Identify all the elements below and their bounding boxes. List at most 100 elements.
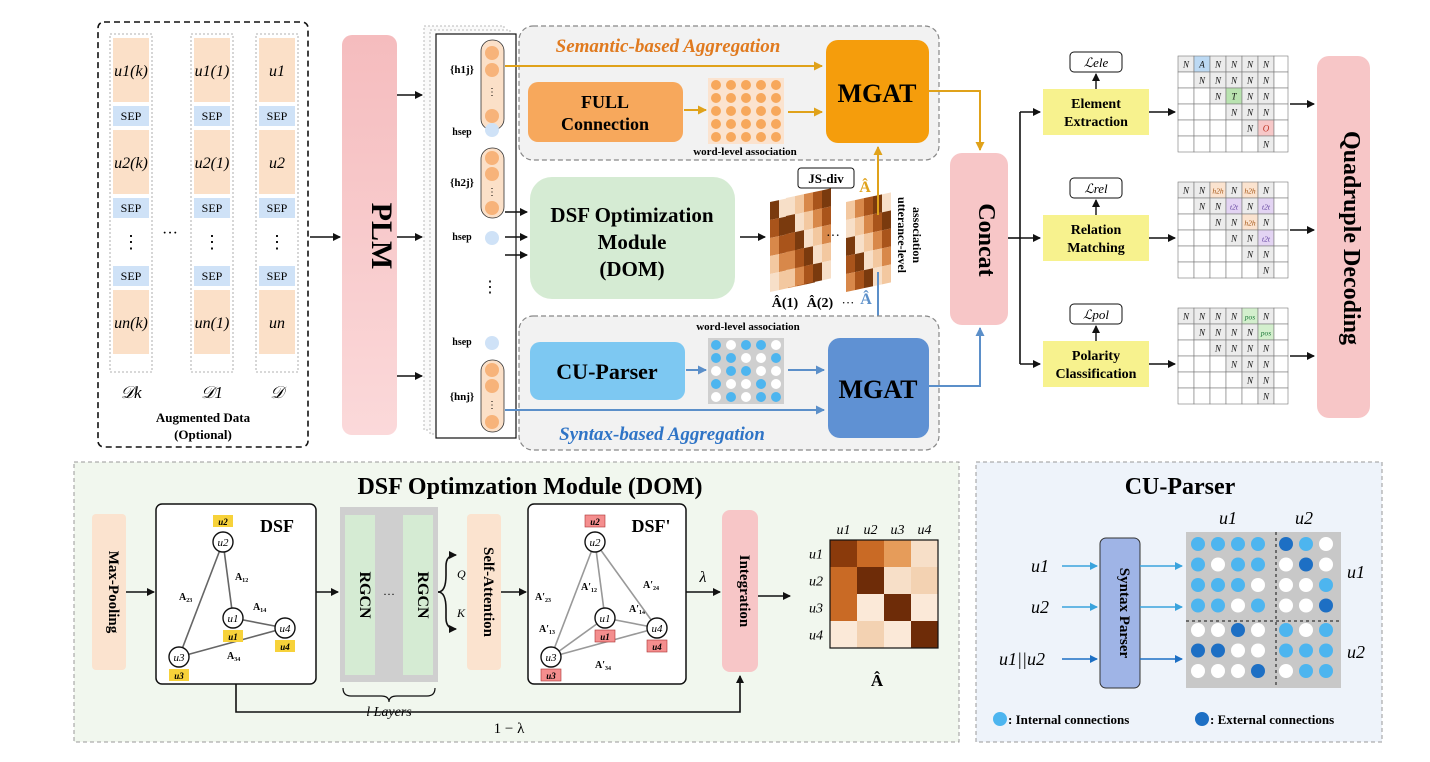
syntax-node: [771, 366, 781, 376]
cu-node: [1299, 664, 1313, 678]
matrix-cell: [830, 567, 857, 594]
grid-cell: [1209, 135, 1227, 153]
matrix-cell: [884, 540, 911, 567]
full-node: [771, 93, 781, 103]
token-cell: [194, 266, 230, 286]
semantic-word-assoc: word-level association: [693, 146, 797, 158]
cu-node: [1319, 557, 1333, 572]
grid-tag: N: [1246, 360, 1254, 370]
matrix-col-label: u2: [864, 523, 878, 538]
svg-text:⋮: ⋮: [487, 187, 497, 198]
svg-text:⋮: ⋮: [482, 279, 498, 296]
cu-node: [1319, 623, 1333, 637]
head-line2: Matching: [1067, 241, 1125, 256]
token-cell: [194, 130, 230, 194]
cu-node: [1191, 623, 1205, 637]
syntax-node: [771, 379, 781, 389]
cu-node: [1279, 578, 1293, 592]
grid-tag: N: [1198, 202, 1206, 212]
grid-tag: N: [1262, 186, 1270, 196]
head-box: [1043, 215, 1149, 261]
cu-node: [1299, 578, 1313, 592]
cu-node: [1251, 623, 1265, 637]
grid-cell: [1225, 245, 1243, 263]
full-line1: FULL: [581, 92, 629, 112]
grid-tag: N: [1262, 392, 1270, 402]
rgcn-1-label: RGCN: [356, 571, 373, 619]
token-cell: [259, 38, 295, 102]
grid-cell: [1241, 135, 1259, 153]
cu-node: [1191, 664, 1205, 678]
cu-node: [1319, 664, 1333, 678]
token-label: SEP: [121, 269, 142, 283]
grid-tag: N: [1262, 344, 1270, 354]
grid-tag: N: [1214, 344, 1222, 354]
syntax-node: [726, 340, 736, 350]
syntax-parser-label: Syntax Parser: [1116, 568, 1132, 659]
grid-tag: N: [1198, 312, 1206, 322]
cu-input-1: u1: [1031, 556, 1049, 576]
full-node: [741, 93, 751, 103]
node-label: u4: [652, 623, 664, 635]
token-cell: [259, 130, 295, 194]
grid-tag: N: [1198, 328, 1206, 338]
node-label: u1: [600, 613, 611, 625]
graph-edge: [594, 541, 658, 629]
mgat-semantic-label: MGAT: [838, 79, 917, 108]
full-node: [711, 93, 721, 103]
grid-cell: [1193, 229, 1211, 247]
loss-label: ℒele: [1084, 55, 1109, 70]
graph-node: [594, 607, 616, 629]
ahat-bottom: Â: [860, 289, 872, 308]
node-tag: [275, 640, 295, 652]
hsep-label-3: hsep: [452, 337, 472, 348]
edge-label: A₁₂: [235, 572, 248, 583]
a1-label: Â(1): [772, 294, 799, 311]
graph-node: [540, 646, 562, 668]
token-label: SEP: [202, 269, 223, 283]
rgcn-1: [345, 515, 375, 675]
grid-tag: N: [1182, 60, 1190, 70]
cu-node: [1191, 537, 1205, 551]
graph-node: [212, 531, 234, 553]
token-label: ⋮: [268, 232, 286, 252]
hn-label: {hnj}: [450, 391, 475, 403]
lambda-label: λ: [699, 569, 707, 586]
syntax-node: [771, 353, 781, 363]
token-label: SEP: [202, 109, 223, 123]
grid-tag: N: [1246, 60, 1254, 70]
token-label: un(k): [114, 315, 148, 332]
loss-box: [1069, 177, 1123, 199]
grid-cell: [1177, 103, 1195, 121]
hsep-label-2: hsep: [452, 232, 472, 243]
grid-tag: N: [1182, 312, 1190, 322]
edge-label: A₂₃: [179, 592, 192, 603]
grid-tag: pos: [1260, 329, 1272, 338]
matrix-cell: [884, 594, 911, 621]
token-cell: [194, 106, 230, 126]
grid-tag: N: [1246, 124, 1254, 134]
full-node: [756, 93, 766, 103]
syntax-node: [726, 379, 736, 389]
cu-node: [1279, 598, 1293, 613]
augmented-caption-line1: Augmented Data: [156, 410, 251, 425]
k-label: K: [456, 606, 466, 620]
grid-tag: N: [1214, 312, 1222, 322]
graph-node: [646, 617, 668, 639]
grid-tag: h2h: [1244, 187, 1256, 196]
cu-node: [1231, 623, 1245, 637]
syntax-node: [741, 366, 751, 376]
cu-side-1: u1: [1347, 562, 1365, 582]
grid-tag: N: [1182, 186, 1190, 196]
dsf-prime-box: [527, 503, 687, 685]
matrix-cell: [830, 540, 857, 567]
cu-node: [1211, 578, 1225, 592]
grid-cell: [1209, 371, 1227, 389]
cu-node: [1299, 557, 1313, 572]
augmented-col-label: 𝒟: [270, 383, 287, 402]
grid-cell: [1177, 71, 1195, 89]
matrix-cell: [857, 540, 884, 567]
grid-cell: [1193, 261, 1211, 279]
mgat-syntax-label: MGAT: [839, 375, 918, 404]
grid-tag: N: [1198, 186, 1206, 196]
